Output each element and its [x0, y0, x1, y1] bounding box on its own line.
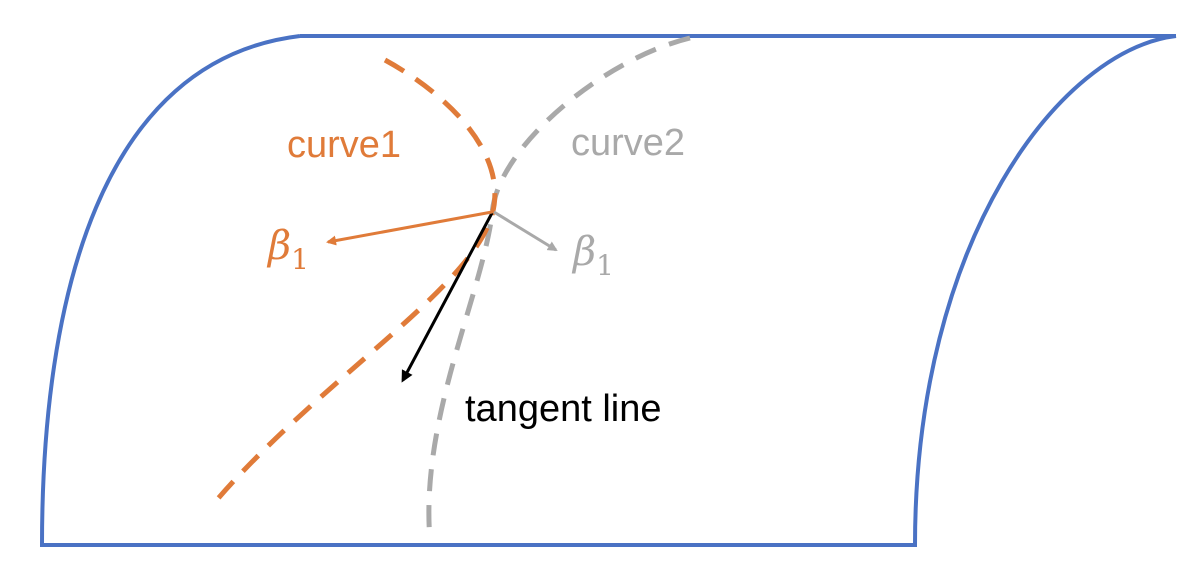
curve2-path	[426, 35, 691, 541]
beta-gray-label: β1	[571, 229, 614, 282]
beta-orange-subscript: 1	[291, 243, 309, 276]
beta-gray-symbol: β	[571, 229, 596, 275]
beta-gray-arrow	[493, 210, 558, 252]
surface-outline	[40, 34, 1177, 547]
beta-orange-symbol: β	[266, 223, 291, 269]
curve1-label: curve1	[287, 124, 401, 166]
beta-orange-label: β1	[266, 223, 309, 276]
beta-orange-arrow	[326, 210, 493, 246]
surface-right-edge	[913, 34, 1177, 546]
curve2-label: curve2	[571, 122, 685, 164]
beta-gray-subscript: 1	[596, 249, 614, 282]
tangent-line-label: tangent line	[465, 388, 662, 430]
tangent-arrow	[401, 212, 494, 383]
surface-left-edge	[40, 34, 301, 546]
curve1-path	[213, 57, 498, 504]
